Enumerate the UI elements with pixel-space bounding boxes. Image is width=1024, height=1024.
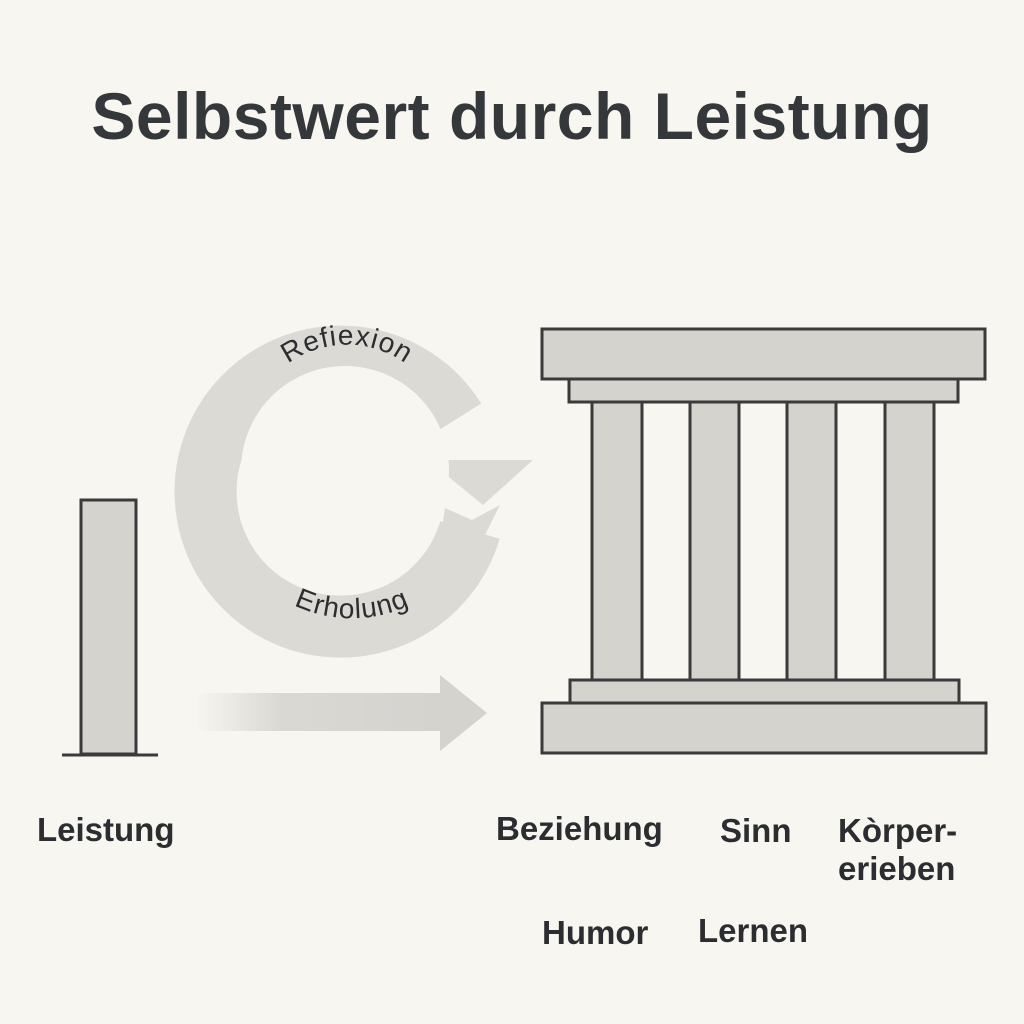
left-pillar — [62, 498, 158, 757]
label-koerper-line2: erieben — [838, 850, 956, 887]
label-sinn: Sinn — [720, 812, 792, 849]
page-title: Selbstwert durch Leistung — [91, 79, 933, 153]
label-lernen: Lernen — [698, 912, 809, 949]
cycle-arrow-icon — [174, 325, 533, 658]
right-arrow-icon — [195, 675, 487, 751]
label-leistung: Leistung — [37, 811, 175, 848]
label-koerper-line1: Kòrper- — [838, 812, 958, 849]
label-beziehung: Beziehung — [496, 810, 663, 847]
label-humor: Humor — [542, 914, 649, 951]
temple-icon — [540, 327, 988, 755]
